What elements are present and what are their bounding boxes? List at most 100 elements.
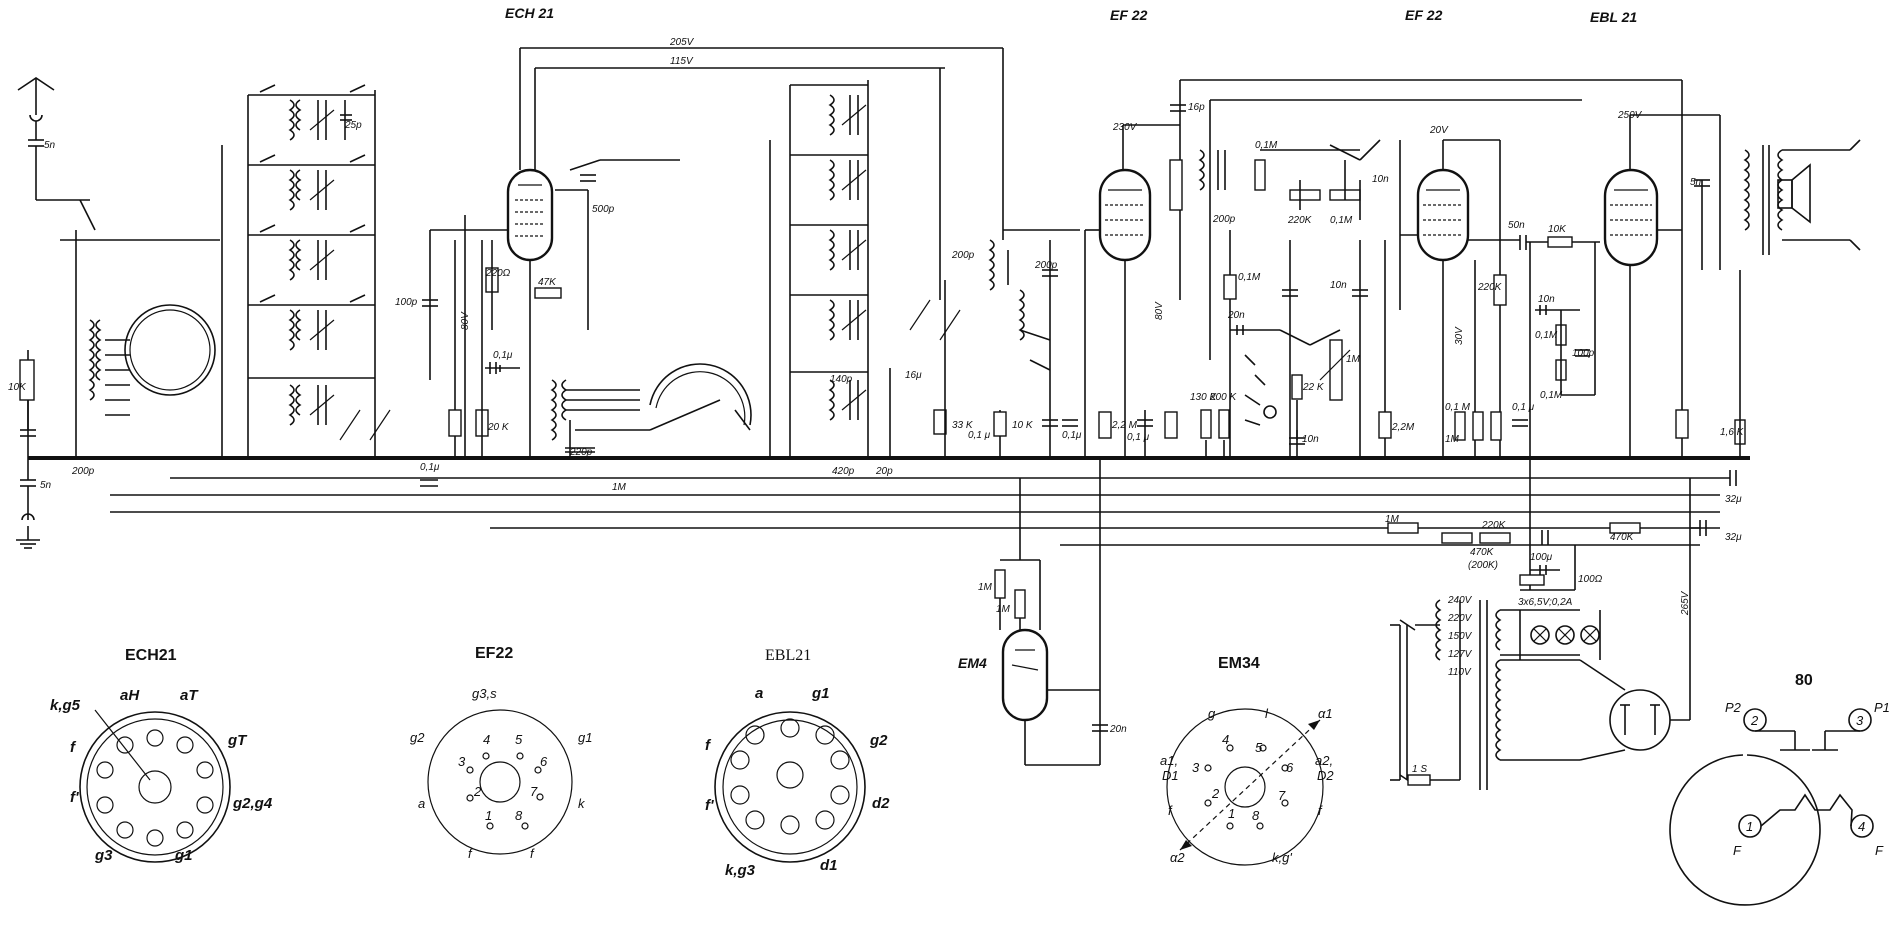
voltage-250v: 250V xyxy=(1617,110,1643,121)
em34-pin-f-left: f xyxy=(1168,803,1173,818)
ebl21-pin-d1: d1 xyxy=(820,857,838,874)
label-c420p: 420p xyxy=(832,466,855,477)
em34-pin-l: l xyxy=(1265,706,1269,721)
ebl21-label: EBL 21 xyxy=(1590,9,1637,25)
rf-coil-bank xyxy=(221,84,391,458)
mains-tap-labels: 240V 220V 150V 127V 110V xyxy=(1447,595,1473,678)
em34-num-8: 8 xyxy=(1252,808,1260,823)
ebl21-pin-kg3: k,g3 xyxy=(725,862,756,879)
label-r01m-c: 0,1M xyxy=(1238,272,1261,283)
ef22-num-4: 4 xyxy=(483,732,490,747)
ef22-pin-f-left: f xyxy=(468,846,473,861)
tube80-num-4: 4 xyxy=(1858,819,1865,834)
label-c200p-ef: 200p xyxy=(1212,214,1236,225)
em34-num-2: 2 xyxy=(1211,786,1220,801)
em34-num-3: 3 xyxy=(1192,760,1200,775)
ef22-pin-f-right: f xyxy=(530,846,535,861)
label-r220k-a: 220K xyxy=(1287,215,1313,226)
ech21-pin-g3: g3 xyxy=(94,847,113,864)
em34-pin-alpha2: α2 xyxy=(1170,850,1185,865)
label-c16p: 16p xyxy=(1188,102,1205,113)
ech21-pin-f2: f' xyxy=(70,789,79,806)
label-c32u-a: 32μ xyxy=(1725,494,1742,505)
ef22-pin-k: k xyxy=(578,796,586,811)
em34-num-4: 4 xyxy=(1222,732,1229,747)
label-r220k-b: 220K xyxy=(1477,282,1503,293)
label-c20p: 20p xyxy=(875,466,893,477)
ebl21-pin-g2: g2 xyxy=(869,732,888,749)
label-r16k: 1,6 K xyxy=(1720,427,1745,438)
label-r33k: 33 K xyxy=(952,420,974,431)
label-c10n-b: 10n xyxy=(1330,280,1347,291)
em34-num-7: 7 xyxy=(1278,788,1286,803)
label-r130k: 130 K xyxy=(1190,392,1217,403)
if-transformer-1 xyxy=(988,48,1080,458)
label-r470k-b: 470K xyxy=(1610,532,1635,543)
ef22-if-tube-symbol xyxy=(1062,79,1682,458)
voltage-115v: 115V xyxy=(670,56,694,67)
label-r1m-em-a: 1M xyxy=(978,582,993,593)
label-r1m-bus: 1M xyxy=(612,482,627,493)
label-c200p-if1: 200p xyxy=(951,250,975,261)
label-c01u-b: 0,1μ xyxy=(420,462,440,473)
em34-pin-kg: k,g' xyxy=(1272,850,1292,865)
ground-bus-lines xyxy=(28,456,1750,546)
label-c50n: 50n xyxy=(1508,220,1525,231)
ef22-num-7: 7 xyxy=(530,784,538,799)
label-r470k-a: 470K xyxy=(1470,547,1495,558)
label-r01m-b: 0,1M xyxy=(1330,215,1353,226)
ech21-base-labels: ECH21 k,g5 aH aT f gT f' g2,g4 g3 g1 xyxy=(50,647,273,864)
ebl21-tube-symbol xyxy=(1603,80,1746,458)
label-c10n-a: 10n xyxy=(1372,174,1389,185)
ef22-pin-g2: g2 xyxy=(410,730,425,745)
mains-tap-3: 127V xyxy=(1448,649,1473,660)
em34-pin-a1: a1, xyxy=(1160,753,1178,768)
voltage-labels: 205V 115V 230V 20V 250V 80V 80V 30V 265V xyxy=(460,37,1691,616)
detector-avc-network xyxy=(1200,139,1401,458)
label-r20k: 20 K xyxy=(487,422,510,433)
label-fuse: 1 S xyxy=(1412,764,1427,775)
tube80-num-3: 3 xyxy=(1856,713,1864,728)
tube80-pin-p1: P1 xyxy=(1874,700,1890,715)
em34-pin-d2: D2 xyxy=(1317,768,1334,783)
label-c140p: 140p xyxy=(830,374,853,385)
em34-pin-a2: a2, xyxy=(1315,753,1333,768)
voltage-205v: 205V xyxy=(669,37,695,48)
ef22-if-label: EF 22 xyxy=(1110,7,1148,23)
label-c5n-out: 5n xyxy=(1690,177,1702,188)
ech21-base-title: ECH21 xyxy=(125,647,177,664)
label-r22k: 22 K xyxy=(1302,382,1325,393)
ebl21-pin-a: a xyxy=(755,685,763,702)
label-r10k-if: 10 K xyxy=(1012,420,1034,431)
ech21-pin-at: aT xyxy=(180,687,199,704)
label-c500p: 500p xyxy=(592,204,615,215)
label-c32u-b: 32μ xyxy=(1725,532,1742,543)
label-c01u-f: 0,1 μ xyxy=(1512,402,1535,413)
label-c100p-b: 100p xyxy=(1572,348,1595,359)
em34-num-1: 1 xyxy=(1228,806,1235,821)
ech21-label: ECH 21 xyxy=(505,5,554,21)
label-r10k-b: 10K xyxy=(1548,224,1567,235)
voltage-20v: 20V xyxy=(1429,125,1449,136)
mains-tap-1: 220V xyxy=(1447,613,1473,624)
label-r1m-vol: 1M xyxy=(1346,354,1361,365)
ebl21-pin-g1: g1 xyxy=(811,685,830,702)
label-r01m-d: 0,1M xyxy=(1535,330,1558,341)
ef22-pin-a: a xyxy=(418,796,425,811)
label-r1m-b: 1M xyxy=(1445,434,1460,445)
tube80-pin-f-right: F xyxy=(1875,843,1884,858)
ef22-base-title: EF22 xyxy=(475,645,513,662)
voltage-230v: 230V xyxy=(1112,122,1138,133)
tube80-num-1: 1 xyxy=(1746,819,1753,834)
antenna-section xyxy=(16,77,220,549)
ef22-num-1: 1 xyxy=(485,808,492,823)
label-r220: 220Ω xyxy=(485,268,511,279)
label-r220k-c: 220K xyxy=(1481,520,1507,531)
ebl21-pin-f2: f' xyxy=(705,797,714,814)
em34-pin-f-right: f xyxy=(1318,803,1323,818)
em4-label: EM4 xyxy=(958,655,987,671)
ebl21-base-drawing xyxy=(714,711,866,863)
tube-top-labels: ECH 21 EF 22 EF 22 EBL 21 EM4 xyxy=(505,5,1637,671)
ebl21-base-labels: EBL21 a g1 f g2 f' d2 k,g3 d1 xyxy=(705,647,890,879)
